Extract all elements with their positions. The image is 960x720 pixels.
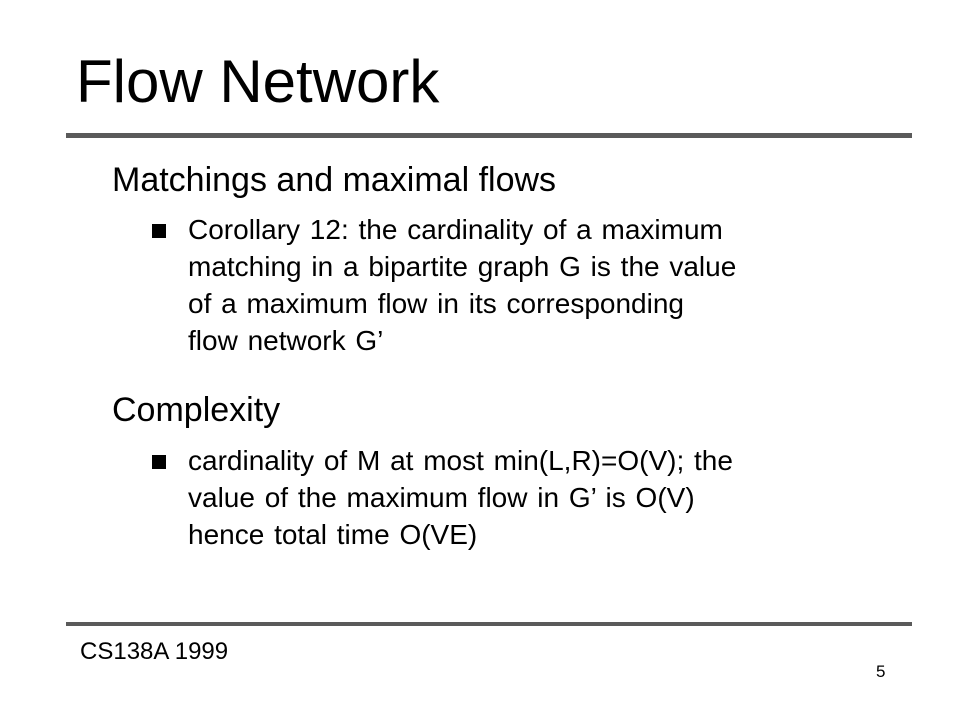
bullet-line: hence total time O(VE) <box>188 519 478 550</box>
bullet-square-icon <box>152 224 166 238</box>
bullet-line: matching in a bipartite graph G is the v… <box>188 251 737 282</box>
footer-page-number: 5 <box>876 662 886 681</box>
footer-divider <box>66 622 912 626</box>
bullet-text-corollary: Corollary 12: the cardinality of a maxim… <box>188 211 908 359</box>
bullet-line: flow network G’ <box>188 325 384 356</box>
bullet-text-complexity: cardinality of M at most min(L,R)=O(V); … <box>188 442 908 553</box>
section-heading-complexity: Complexity <box>112 391 281 429</box>
bullet-line: value of the maximum flow in G’ is O(V) <box>188 482 695 513</box>
section-heading-matchings: Matchings and maximal flows <box>112 161 557 199</box>
title-divider <box>66 133 912 138</box>
bullet-square-icon <box>152 455 166 469</box>
bullet-line: Corollary 12: the cardinality of a maxim… <box>188 214 723 245</box>
footer-course: CS138A 1999 <box>80 638 229 665</box>
bullet-line: cardinality of M at most min(L,R)=O(V); … <box>188 445 733 476</box>
slide-title: Flow Network <box>76 48 440 115</box>
bullet-line: of a maximum flow in its corresponding <box>188 288 684 319</box>
